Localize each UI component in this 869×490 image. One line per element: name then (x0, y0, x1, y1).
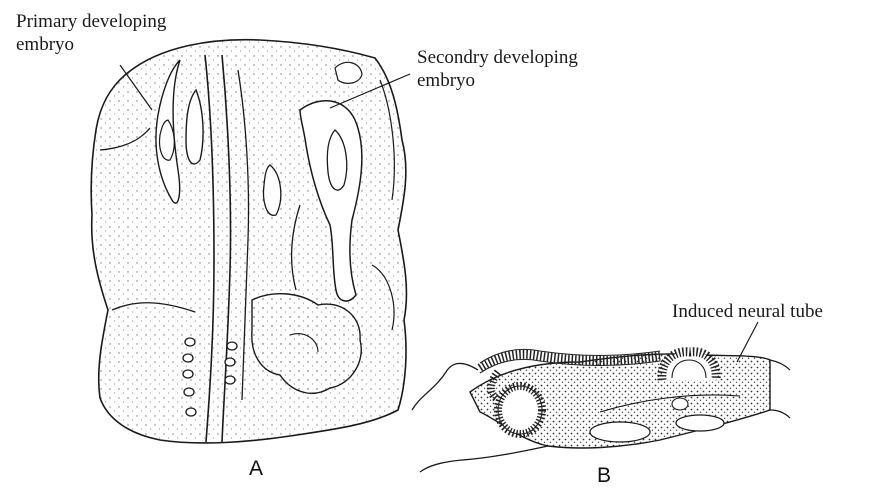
panel-a-label: A (249, 457, 263, 481)
secondary-embryo-label: Secondry developing embryo (417, 46, 578, 92)
primary-embryo-label: Primary developing embryo (16, 10, 166, 56)
primary-embryo-label-line2: embryo (16, 33, 166, 56)
primary-embryo-label-line1: Primary developing (16, 10, 166, 33)
section-b (412, 322, 790, 472)
panel-b-label: B (597, 464, 611, 488)
induced-neural-tube-label: Induced neural tube (672, 300, 823, 323)
secondary-embryo-label-line2: embryo (417, 69, 578, 92)
embryo-a-outline (91, 40, 406, 443)
embryo-a (91, 40, 410, 443)
secondary-embryo-label-line1: Secondry developing (417, 46, 578, 69)
